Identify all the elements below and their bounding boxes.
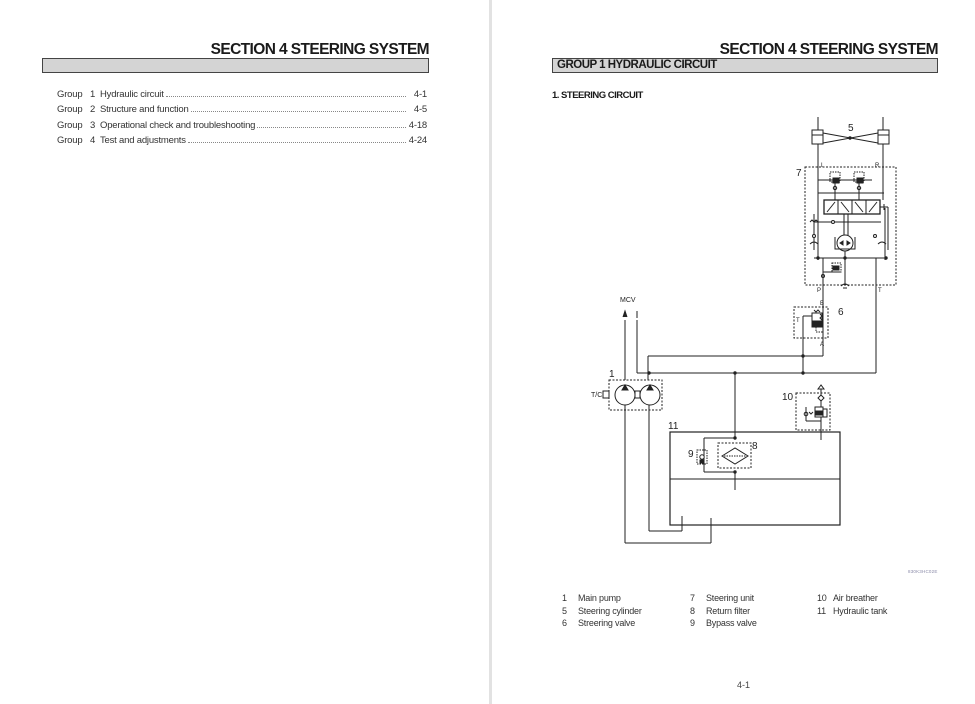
sub-heading: 1. STEERING CIRCUIT xyxy=(552,90,643,101)
toc-row[interactable]: Group 1 Hydraulic circuit 4-1 xyxy=(57,89,427,104)
toc-title: Hydraulic circuit xyxy=(100,89,164,100)
legend-number: 7 xyxy=(690,593,695,603)
toc-page: 4-1 xyxy=(413,89,427,100)
label-port-r: R xyxy=(875,163,880,169)
label-port-l: L xyxy=(821,163,825,169)
toc-group-label: Group xyxy=(57,119,83,131)
steering-valve-box xyxy=(793,306,829,339)
steering-cylinder-left xyxy=(811,117,824,145)
legend-column: 1 Main pump 5 Steering cylinder 6 Streering… xyxy=(562,593,682,631)
hydraulic-circuit-diagram: 5 7 L R P T MCV 6 B T A 1 T/C 10 11 8 9 xyxy=(591,117,897,544)
toc-group-number: 1 xyxy=(90,89,96,100)
toc-group-label: Group xyxy=(57,89,83,100)
legend-label: Hydraulic tank xyxy=(833,605,888,616)
legend-number: 9 xyxy=(690,618,695,628)
legend-column: 7 Steering unit 8 Return filter 9 Bypass va… xyxy=(690,593,810,631)
group-bar: GROUP 1 HYDRAULIC CIRCUIT xyxy=(552,58,938,73)
steering-cylinder-right xyxy=(877,117,890,145)
table-of-contents: Group 1 Hydraulic circuit 4-1 Group 2 St… xyxy=(57,89,427,150)
toc-row[interactable]: Group 2 Structure and function 4-5 xyxy=(57,104,427,119)
label-tc: T/C xyxy=(591,392,602,399)
toc-page: 4-18 xyxy=(408,119,427,131)
label-steering-unit: 7 xyxy=(796,168,802,179)
legend-number: 8 xyxy=(690,605,695,616)
toc-group-number: 2 xyxy=(90,104,96,116)
air-breather-box xyxy=(795,392,831,431)
label-steering-cylinder: 5 xyxy=(848,123,854,134)
left-page: SECTION 4 STEERING SYSTEM Group 1 Hydrau… xyxy=(42,41,430,150)
label-sv-port-b: B xyxy=(820,301,824,307)
return-filter-box xyxy=(717,442,752,469)
toc-group-label: Group xyxy=(57,104,83,116)
toc-page: 4-24 xyxy=(408,134,427,146)
figure-code: 830K3HC02E xyxy=(908,569,938,574)
label-hydraulic-tank: 11 xyxy=(668,421,679,432)
legend-item: 7 Steering unit xyxy=(690,593,810,606)
right-page: SECTION 4 STEERING SYSTEM GROUP 1 HYDRAU… xyxy=(492,0,975,704)
toc-leader-dots xyxy=(187,141,406,143)
legend-item: 10 Air breather xyxy=(817,593,937,606)
steering-unit-box xyxy=(804,166,897,286)
legend-number: 11 xyxy=(817,605,826,616)
legend-label: Main pump xyxy=(578,593,621,603)
legend-item: 8 Return filter xyxy=(690,606,810,619)
legend-item: 6 Streering valve xyxy=(562,618,682,631)
legend-label: Steering cylinder xyxy=(578,605,642,616)
page-divider xyxy=(489,0,492,704)
toc-leader-dots xyxy=(190,110,406,113)
legend-number: 10 xyxy=(817,593,827,603)
section-bar xyxy=(42,58,429,73)
group-heading: GROUP 1 HYDRAULIC CIRCUIT xyxy=(557,59,717,71)
label-port-p: P xyxy=(817,288,821,294)
toc-page: 4-5 xyxy=(413,104,427,116)
legend-column: 10 Air breather 11 Hydraulic tank xyxy=(817,593,937,618)
legend-item: 5 Steering cylinder xyxy=(562,606,682,619)
toc-row[interactable]: Group 4 Test and adjustments 4-24 xyxy=(57,135,427,150)
toc-row[interactable]: Group 3 Operational check and troublesho… xyxy=(57,120,427,135)
legend-label: Steering unit xyxy=(706,593,754,603)
toc-leader-dots xyxy=(165,95,406,97)
legend-item: 1 Main pump xyxy=(562,593,682,606)
label-mcv: MCV xyxy=(620,297,636,304)
bypass-valve-box xyxy=(696,449,708,465)
label-return-filter: 8 xyxy=(752,441,758,452)
legend-label: Air breather xyxy=(833,593,878,603)
label-sv-port-t: T xyxy=(796,318,800,324)
toc-group-number: 4 xyxy=(90,134,96,146)
toc-group-label: Group xyxy=(57,134,83,146)
legend-label: Return filter xyxy=(706,605,750,616)
label-sv-port-a: A xyxy=(820,342,824,348)
label-main-pump: 1 xyxy=(609,369,615,380)
legend-number: 5 xyxy=(562,605,567,616)
legend-number: 1 xyxy=(562,593,567,603)
section-title: SECTION 4 STEERING SYSTEM xyxy=(719,41,939,58)
section-title: SECTION 4 STEERING SYSTEM xyxy=(210,41,430,58)
label-steering-valve: 6 xyxy=(838,307,844,318)
legend-label: Bypass valve xyxy=(706,618,757,628)
label-bypass-valve: 9 xyxy=(688,449,694,460)
label-air-breather: 10 xyxy=(782,392,794,403)
legend-label: Streering valve xyxy=(578,618,636,628)
toc-title: Structure and function xyxy=(100,104,189,116)
legend-item: 11 Hydraulic tank xyxy=(817,606,937,619)
toc-title: Test and adjustments xyxy=(100,134,186,146)
legend-number: 6 xyxy=(562,618,567,628)
toc-leader-dots xyxy=(257,126,406,128)
toc-group-number: 3 xyxy=(90,119,96,131)
toc-title: Operational check and troubleshooting xyxy=(100,119,256,131)
label-port-t: T xyxy=(878,288,882,294)
legend-item: 9 Bypass valve xyxy=(690,618,810,631)
page-number: 4-1 xyxy=(737,680,751,690)
